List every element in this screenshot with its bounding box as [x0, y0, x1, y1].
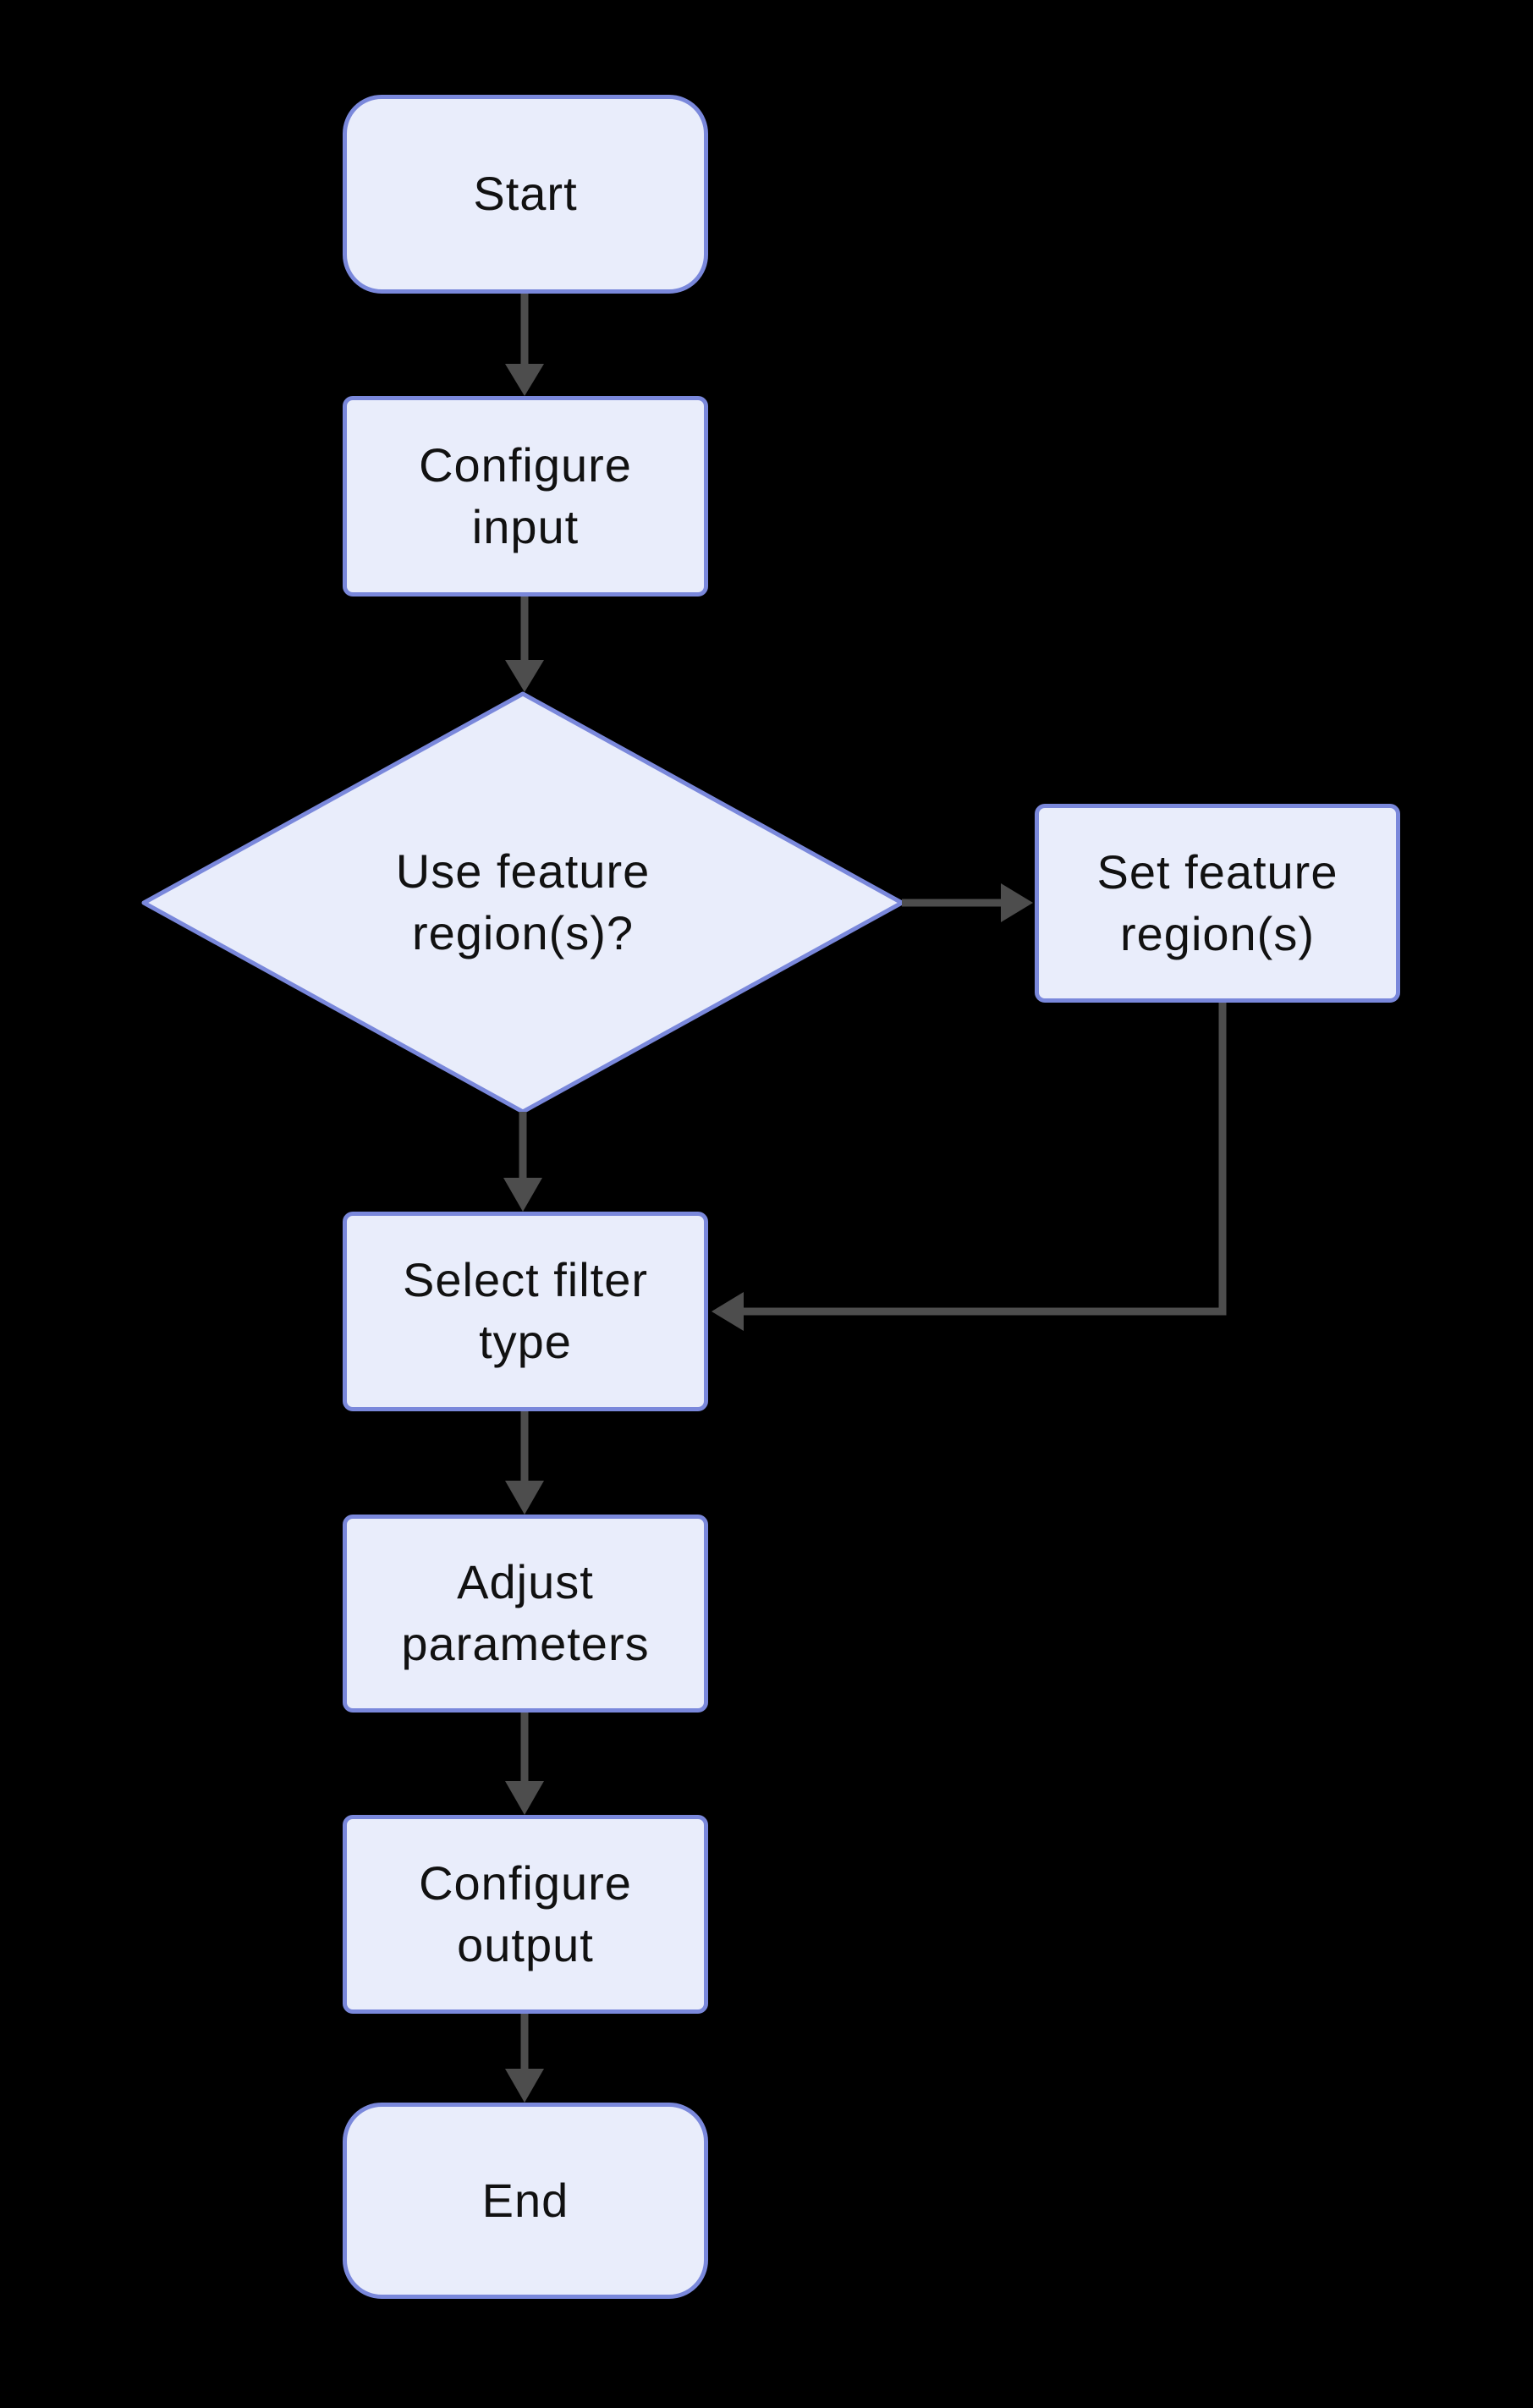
arrowhead-down-icon: [505, 364, 544, 396]
node-configure-output-label: Configure output: [419, 1855, 632, 1971]
edge-decision-to-select-filter-type: [503, 1112, 542, 1212]
node-start-label: Start: [473, 167, 578, 221]
edge-select-filter-type-to-adjust-parameters: [505, 1411, 544, 1515]
node-decision-label: Use feature region(s)?: [395, 844, 651, 959]
node-decision: Use feature region(s)?: [345, 810, 701, 996]
node-configure-output: Configure output: [343, 1815, 708, 2014]
arrowhead-left-icon: [712, 1292, 744, 1331]
node-select-filter-type-label: Select filter type: [403, 1253, 648, 1368]
node-start: Start: [343, 95, 708, 294]
edge-start-to-configure-input: [505, 294, 544, 396]
arrowhead-right-icon: [1001, 883, 1033, 922]
node-set-feature-regions-label: Set feature region(s): [1096, 844, 1338, 960]
node-adjust-parameters-label: Adjust parameters: [401, 1555, 650, 1670]
edge-set-feature-regions-to-select-filter-type: [712, 1003, 1227, 1331]
arrowhead-down-icon: [505, 1481, 544, 1515]
arrowhead-down-icon: [503, 1178, 542, 1212]
node-end: End: [343, 2103, 708, 2299]
arrowhead-down-icon: [505, 2069, 544, 2103]
edge-decision-to-set-feature-regions: [902, 883, 1033, 922]
edge-configure-output-to-end: [505, 2014, 544, 2103]
node-set-feature-regions: Set feature region(s): [1035, 804, 1400, 1003]
node-configure-input-label: Configure input: [419, 437, 632, 553]
arrowhead-down-icon: [505, 1781, 544, 1815]
node-end-label: End: [481, 2173, 569, 2227]
arrowhead-down-icon: [505, 660, 544, 692]
node-adjust-parameters: Adjust parameters: [343, 1515, 708, 1713]
edge-configure-input-to-decision: [505, 597, 544, 692]
node-configure-input: Configure input: [343, 396, 708, 597]
node-select-filter-type: Select filter type: [343, 1212, 708, 1411]
edge-adjust-parameters-to-configure-output: [505, 1713, 544, 1815]
